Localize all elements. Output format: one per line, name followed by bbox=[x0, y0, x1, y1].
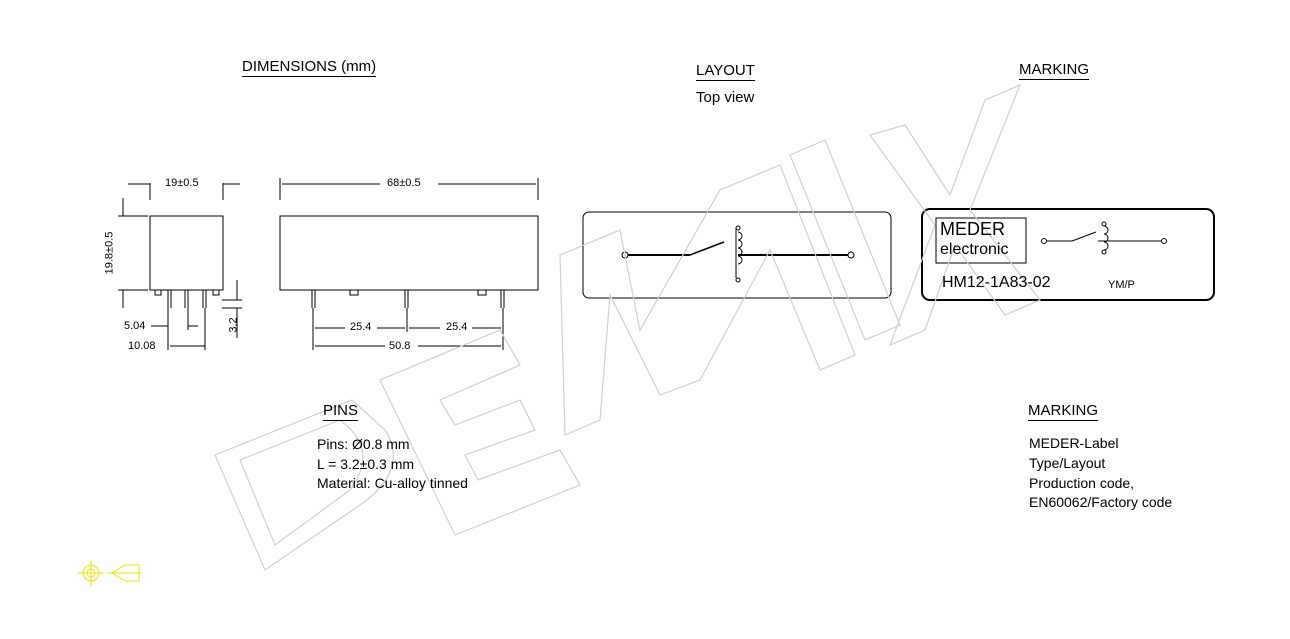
dim-pin-spacing-a: 5.04 bbox=[124, 320, 146, 332]
marking-info-line-4: EN60062/Factory code bbox=[1029, 494, 1173, 510]
dim-pitch-2: 25.4 bbox=[446, 321, 468, 333]
pins-line-1: Pins: Ø0.8 mm bbox=[317, 436, 410, 452]
dim-length: 68±0.5 bbox=[387, 177, 421, 189]
relay-body-side-view bbox=[149, 215, 224, 291]
watermark-outline bbox=[214, 83, 1041, 571]
marking-title: MARKING bbox=[1019, 61, 1090, 80]
dim-height: 19.8±0.5 bbox=[103, 231, 116, 275]
pins-title: PINS bbox=[323, 402, 359, 421]
dim-pin-length: 3.2 bbox=[227, 317, 240, 333]
brand-line-1: MEDER bbox=[940, 219, 1006, 239]
projection-symbol bbox=[78, 560, 142, 586]
marking-label-outline bbox=[921, 208, 1215, 301]
marking-info-title: MARKING bbox=[1028, 402, 1099, 421]
marking-info-line-1: MEDER-Label bbox=[1029, 435, 1119, 451]
dim-pitch-total: 50.8 bbox=[389, 340, 411, 352]
marking-info-line-3: Production code, bbox=[1029, 475, 1135, 491]
layout-subtitle: Top view bbox=[696, 89, 755, 106]
dim-width: 19±0.5 bbox=[165, 177, 199, 189]
relay-body-front-view bbox=[279, 215, 539, 291]
layout-title: LAYOUT bbox=[696, 62, 755, 81]
layout-outline bbox=[582, 211, 892, 299]
marking-info-line-2: Type/Layout bbox=[1029, 455, 1106, 471]
dimensions-title: DIMENSIONS (mm) bbox=[242, 58, 377, 77]
pins-line-2: L = 3.2±0.3 mm bbox=[317, 456, 415, 472]
brand-box bbox=[935, 217, 1027, 264]
brand-line-2: electronic bbox=[940, 241, 1009, 258]
production-code: YM/P bbox=[1108, 279, 1135, 291]
dim-pitch-1: 25.4 bbox=[350, 321, 372, 333]
part-number: HM12-1A83-02 bbox=[942, 274, 1051, 291]
pins-line-3: Material: Cu-alloy tinned bbox=[317, 475, 468, 491]
dim-pin-spacing-b: 10.08 bbox=[128, 340, 156, 352]
